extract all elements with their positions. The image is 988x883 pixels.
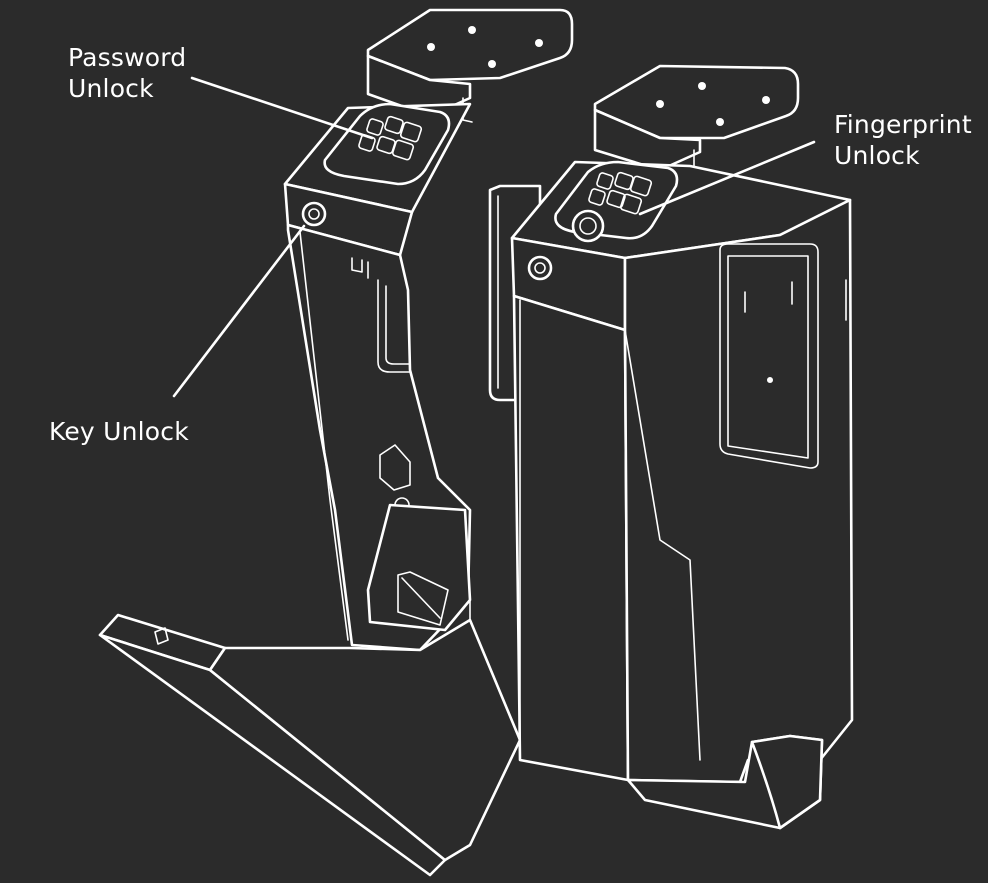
password-keypad — [323, 102, 451, 186]
password-callout-line — [190, 76, 374, 140]
right-safe — [488, 64, 854, 830]
password-unlock-label-line2: Unlock — [68, 74, 154, 103]
password-unlock-label-line1: Password — [68, 43, 187, 72]
fingerprint-unlock-label-line1: Fingerprint — [834, 110, 972, 139]
right-safe-body — [510, 160, 854, 830]
fingerprint-unlock-label: Fingerprint Unlock — [834, 109, 972, 171]
right-key-lock — [527, 255, 553, 281]
left-safe — [98, 8, 574, 877]
fingerprint-unlock-label-line2: Unlock — [834, 141, 920, 170]
left-mounting-bracket — [366, 8, 574, 123]
key-unlock-label-text: Key Unlock — [49, 417, 189, 446]
left-open-drawer — [98, 503, 522, 877]
left-key-lock — [301, 201, 327, 227]
fingerprint-callout-line — [638, 140, 816, 216]
fingerprint-sensor — [571, 209, 605, 243]
callout-lines — [172, 76, 816, 398]
key-unlock-label: Key Unlock — [49, 416, 189, 447]
key-callout-line — [172, 224, 306, 398]
fingerprint-keypad — [554, 160, 679, 243]
right-mounting-bracket — [593, 64, 800, 175]
password-unlock-label: Password Unlock — [68, 42, 186, 104]
